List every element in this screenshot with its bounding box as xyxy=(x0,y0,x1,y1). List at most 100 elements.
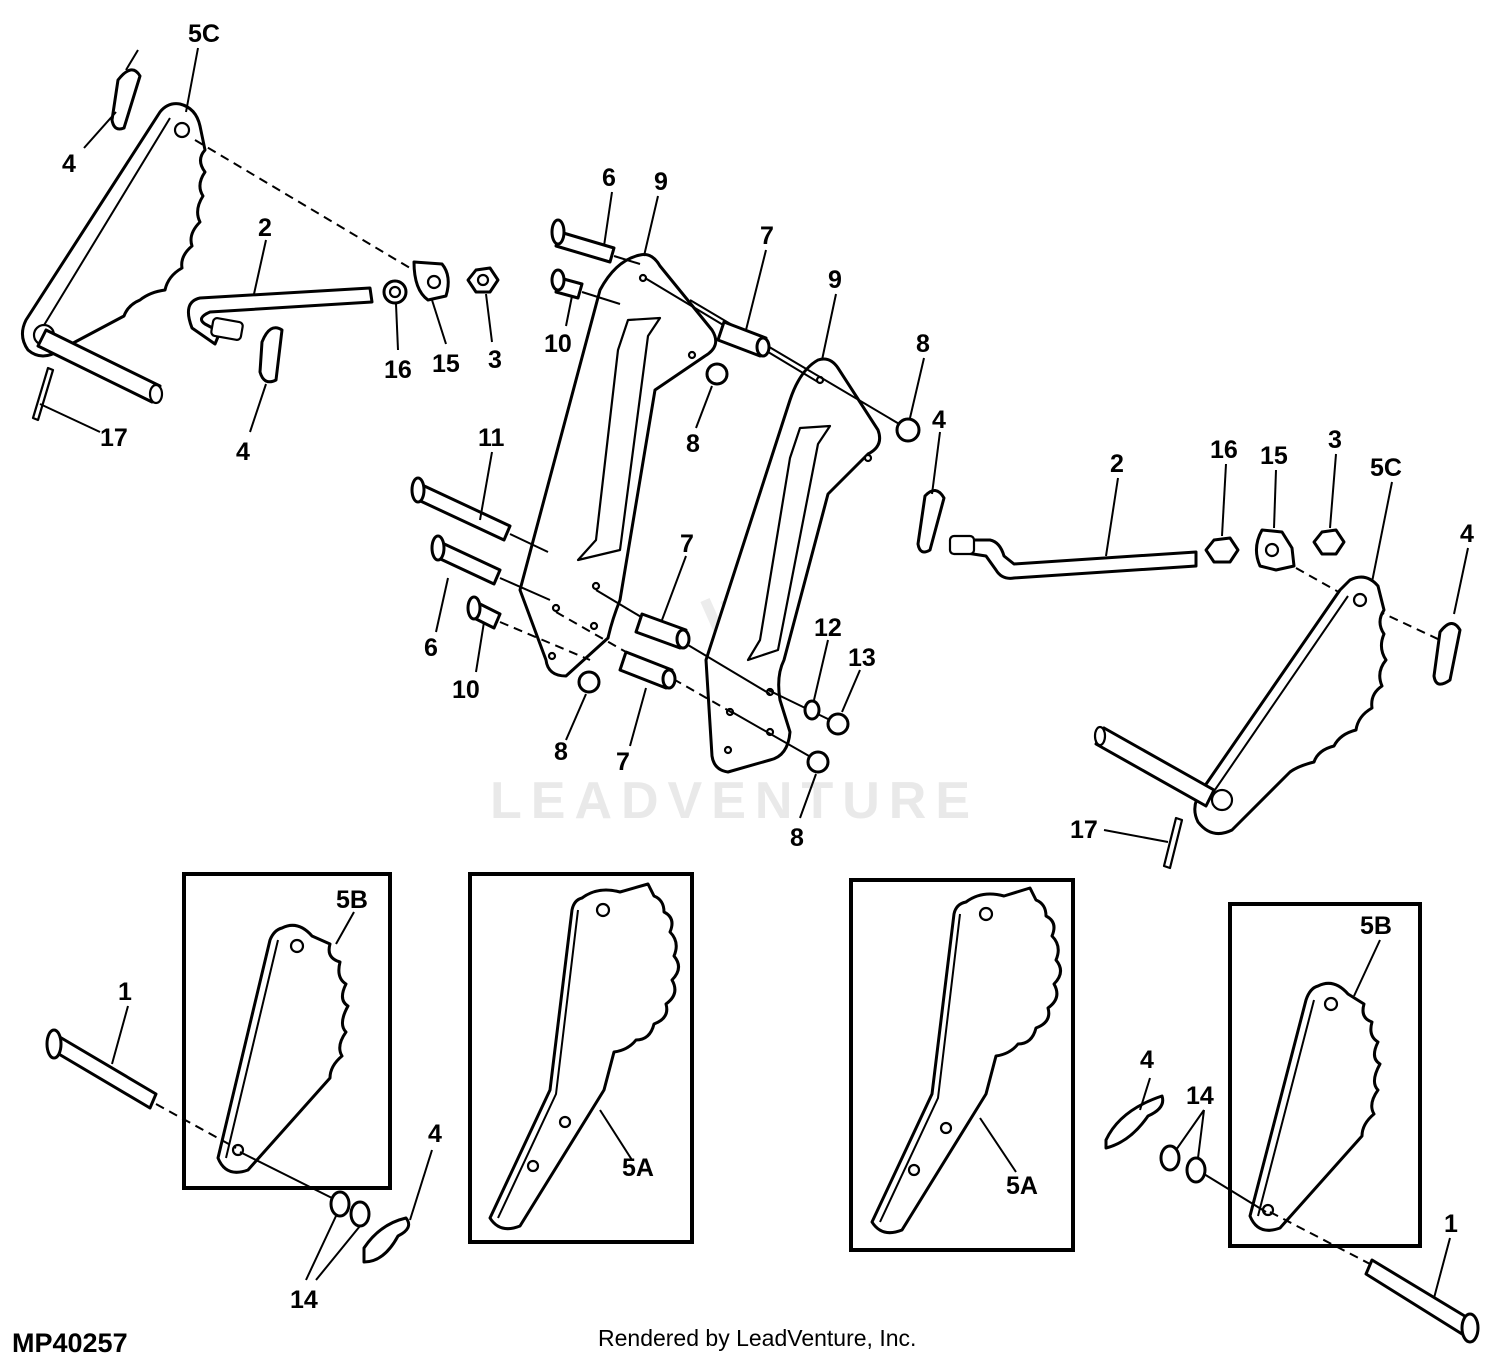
callout-5b-left: 5B xyxy=(336,886,368,914)
callout-6-top: 6 xyxy=(602,164,616,192)
left-adjust-rod-2 xyxy=(186,286,374,346)
front-mounting-plate-9 xyxy=(518,253,718,678)
callout-4-bottom-right: 4 xyxy=(1140,1046,1154,1074)
upper-bolt-6 xyxy=(550,218,616,264)
callout-7-mid: 7 xyxy=(680,530,694,558)
left-cotter-pin-17 xyxy=(31,366,55,422)
lower-bolt-10 xyxy=(466,595,502,630)
callout-14-left: 14 xyxy=(290,1286,318,1314)
callout-1-right: 1 xyxy=(1444,1210,1458,1238)
callout-16-left: 16 xyxy=(384,356,412,384)
callout-2-right: 2 xyxy=(1110,450,1124,478)
left-mid-hairpin-clip-4 xyxy=(258,326,284,384)
callout-4-top-left: 4 xyxy=(62,150,76,178)
pivot-bolt-1-right xyxy=(1364,1258,1480,1344)
callout-7-low: 7 xyxy=(616,748,630,776)
bottom-nut-8 xyxy=(806,750,830,774)
left-top-hairpin-clip-4 xyxy=(110,49,142,131)
right-hairpin-clip-4 xyxy=(1432,622,1462,686)
upper-bolt-axis xyxy=(613,255,641,265)
left-height-arm-5c xyxy=(21,102,207,358)
callout-12: 12 xyxy=(814,614,842,642)
callout-15-left: 15 xyxy=(432,350,460,378)
arm-5b-left xyxy=(216,923,350,1174)
callout-14-right: 14 xyxy=(1186,1082,1214,1110)
callout-4-bottom-left: 4 xyxy=(428,1120,442,1148)
washers-14-left xyxy=(329,1190,371,1228)
callout-1-left: 1 xyxy=(118,978,132,1006)
callout-13: 13 xyxy=(848,644,876,672)
arm-5a-right xyxy=(870,886,1062,1235)
callout-4-right: 4 xyxy=(1460,520,1474,548)
right-nut-16 xyxy=(1204,536,1240,564)
washer-12 xyxy=(803,699,821,721)
long-bolt-11 xyxy=(410,476,512,542)
left-assembly-guide-line xyxy=(194,139,411,269)
lower-bolt-6 xyxy=(430,534,502,586)
long-bolt-axis xyxy=(509,533,549,553)
left-bottom-guide-1 xyxy=(155,1103,237,1149)
right-bottom-guide-2 xyxy=(1269,1211,1371,1265)
upper-spacer-7 xyxy=(716,320,771,358)
left-nut-16 xyxy=(382,279,408,305)
arm-5b-right xyxy=(1248,981,1382,1232)
callout-11: 11 xyxy=(478,424,505,452)
lower-bolt-axis xyxy=(499,611,739,717)
callout-9-right: 9 xyxy=(828,266,842,294)
pivot-bolt-1-left xyxy=(45,1028,158,1110)
callout-5c-left: 5C xyxy=(188,20,220,48)
callout-10-lower: 10 xyxy=(452,676,480,704)
callout-8-right-top: 8 xyxy=(916,330,930,358)
upper-bolt-10-axis xyxy=(581,291,621,305)
callout-9-left: 9 xyxy=(654,168,668,196)
callout-3-right: 3 xyxy=(1328,426,1342,454)
callout-8-upper-mid: 8 xyxy=(686,430,700,458)
callout-5b-right: 5B xyxy=(1360,912,1392,940)
option-box-5a-right xyxy=(849,878,1075,1252)
bottom-right-hairpin-clip-4 xyxy=(1104,1094,1165,1150)
callout-3-left: 3 xyxy=(488,346,502,374)
option-box-5b-left xyxy=(182,872,392,1190)
callout-7-top: 7 xyxy=(760,222,774,250)
right-adjust-rod-2 xyxy=(948,534,1198,580)
option-box-5a-left xyxy=(468,872,694,1244)
right-assembly-guide-line-2 xyxy=(1375,609,1441,641)
callout-4-right-top: 4 xyxy=(932,406,946,434)
callout-5a-left: 5A xyxy=(622,1154,654,1182)
callout-8-low-left: 8 xyxy=(554,738,568,766)
callout-leader-lines xyxy=(39,47,1469,1299)
right-height-arm-5c xyxy=(1193,575,1388,836)
right-trunnion-15 xyxy=(1255,528,1296,572)
lower-bolt-6-axis xyxy=(499,577,551,601)
right-top-hairpin-clip-4 xyxy=(916,489,946,554)
callout-15-right: 15 xyxy=(1260,442,1288,470)
bottom-left-hairpin-clip-4 xyxy=(362,1216,411,1264)
callout-17-left: 17 xyxy=(100,424,128,452)
watermark-text: LEADVENTURE xyxy=(490,772,979,830)
right-fastener-axis xyxy=(731,689,831,761)
callout-5c-right: 5C xyxy=(1370,454,1402,482)
upper-bolt-10 xyxy=(550,268,584,300)
right-cotter-pin-17 xyxy=(1162,816,1184,870)
right-nut-3 xyxy=(1312,528,1346,556)
low-spacer-7 xyxy=(618,650,677,690)
rear-mounting-plate-9 xyxy=(704,357,882,774)
callout-labels: 5C 4 2 16 15 3 4 17 6 9 7 9 10 8 8 11 6 … xyxy=(62,20,1474,1314)
callout-6-lower: 6 xyxy=(424,634,438,662)
right-bottom-guide-1 xyxy=(1203,1173,1267,1213)
arm-5a-left xyxy=(488,882,680,1231)
left-bottom-guide-2 xyxy=(239,1151,337,1201)
left-trunnion-15 xyxy=(412,260,450,302)
left-nut-3 xyxy=(466,266,500,294)
figure-id: MP40257 xyxy=(12,1328,128,1358)
callout-5a-right: 5A xyxy=(1006,1172,1038,1200)
washers-14-right xyxy=(1159,1144,1207,1184)
upper-right-nut-8 xyxy=(895,417,921,443)
lower-left-nut-8 xyxy=(577,670,601,694)
callout-8-bottom: 8 xyxy=(790,824,804,852)
callout-4-left-mid: 4 xyxy=(236,438,250,466)
callout-17-right: 17 xyxy=(1070,816,1098,844)
right-pivot-shaft-1 xyxy=(1093,725,1216,808)
